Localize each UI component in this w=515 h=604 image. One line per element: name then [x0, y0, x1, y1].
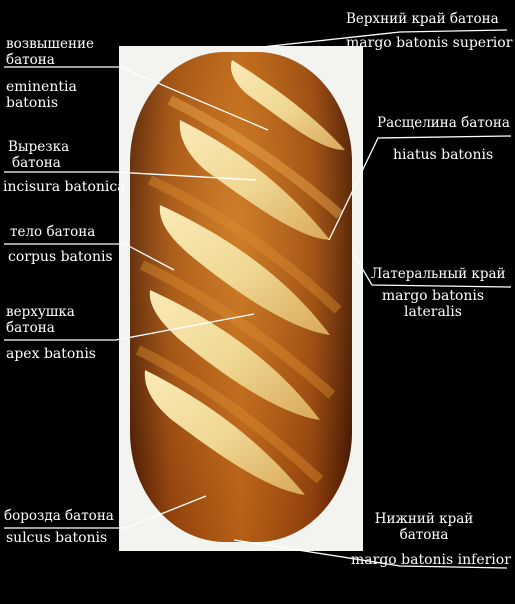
- incision-3: [159, 205, 330, 335]
- leader-corpus: [4, 243, 175, 271]
- label-eminentia-la: eminentia batonis: [6, 79, 77, 111]
- ridge-1: [167, 95, 344, 219]
- label-incisura-la: incisura batonica: [3, 179, 126, 195]
- leader-hiatus: [328, 135, 512, 241]
- label-corpus-la: corpus batonis: [8, 249, 113, 265]
- leader-lateralis: [352, 252, 512, 288]
- leader-apex: [4, 313, 255, 341]
- leader-lines: [4, 29, 512, 569]
- label-apex-ru: верхушка батона: [6, 304, 75, 336]
- label-superior-ru: Верхний край батона: [346, 11, 499, 27]
- label-eminentia-ru: возвышение батона: [6, 36, 94, 68]
- leader-superior: [261, 29, 508, 48]
- incision-1: [230, 60, 345, 150]
- label-inferior-ru: Нижний край батона: [374, 511, 474, 543]
- leader-incisura: [4, 171, 257, 181]
- label-incisura-ru: Вырезка батона: [8, 139, 70, 171]
- label-hiatus-ru: Расщелина батона: [377, 115, 510, 131]
- loaf-incisions: [135, 60, 345, 495]
- label-corpus-ru: тело батона: [10, 224, 96, 240]
- label-sulcus-la: sulcus batonis: [6, 530, 108, 546]
- incision-4: [149, 290, 320, 420]
- ridge-4: [135, 345, 324, 484]
- leader-sulcus: [4, 495, 207, 529]
- label-hiatus-la: hiatus batonis: [393, 147, 494, 163]
- label-lateralis-la: margo batonis lateralis: [381, 288, 485, 320]
- leader-inferior: [233, 539, 508, 569]
- label-apex-la: apex batonis: [6, 346, 96, 362]
- incision-5: [144, 370, 305, 495]
- ridge-2: [147, 175, 342, 314]
- label-sulcus-ru: борозда батона: [4, 508, 114, 524]
- label-inferior-la: margo batonis inferior: [351, 552, 511, 568]
- leader-eminentia: [4, 66, 269, 131]
- label-superior-la: margo batonis superior: [346, 35, 513, 51]
- ridge-3: [139, 260, 336, 399]
- label-lateralis-ru: Латеральный край: [371, 266, 506, 282]
